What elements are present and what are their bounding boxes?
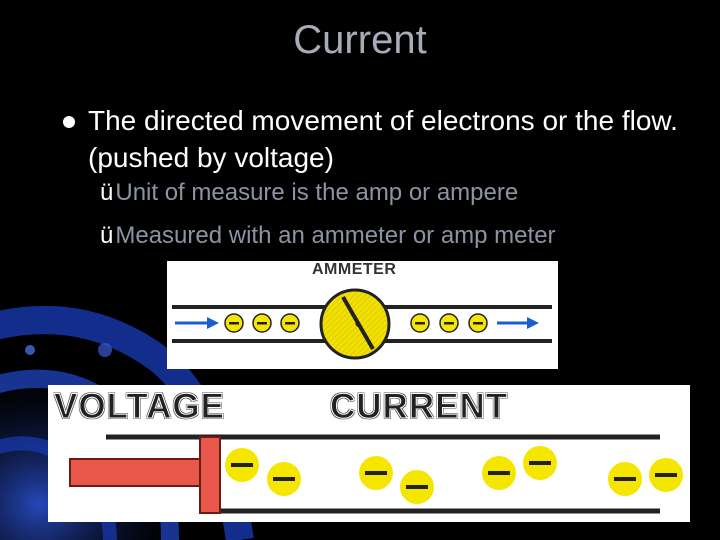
ammeter-graphic: [172, 288, 552, 360]
electron: [482, 456, 516, 490]
checkmark-icon: ü: [100, 179, 114, 206]
ammeter-dial: [319, 288, 391, 360]
electron: [468, 313, 488, 333]
current-label: CURRENT: [329, 387, 509, 427]
sub-bullet-unit: üUnit of measure is the amp or ampere: [100, 179, 518, 207]
electron: [410, 313, 430, 333]
sub-bullet-text: Measured with an ammeter or amp meter: [115, 222, 556, 249]
electron: [225, 448, 259, 482]
ammeter-diagram: AMMETER: [167, 261, 558, 369]
bullet-dot: [63, 116, 75, 128]
voltage-current-diagram: VOLTAGE CURRENT: [48, 385, 690, 522]
electron: [267, 462, 301, 496]
electron: [649, 458, 683, 492]
sub-bullet-text: Unit of measure is the amp or ampere: [115, 179, 519, 206]
electron: [280, 313, 300, 333]
voltage-label: VOLTAGE: [54, 387, 225, 427]
checkmark-icon: ü: [100, 222, 114, 249]
arrow-right-head: [527, 317, 539, 329]
electron: [400, 470, 434, 504]
electron: [439, 313, 459, 333]
electron: [608, 462, 642, 496]
flow-graphic: [69, 434, 683, 514]
piston: [69, 436, 221, 514]
ammeter-label: AMMETER: [312, 261, 397, 278]
electron: [523, 446, 557, 480]
bullet-text: The directed movement of electrons or th…: [88, 105, 678, 173]
electron: [252, 313, 272, 333]
electron: [224, 313, 244, 333]
electron: [359, 456, 393, 490]
slide-title: Current: [293, 18, 427, 62]
sub-bullet-ammeter: üMeasured with an ammeter or amp meter: [100, 222, 556, 250]
arrow-left-head: [207, 317, 219, 329]
